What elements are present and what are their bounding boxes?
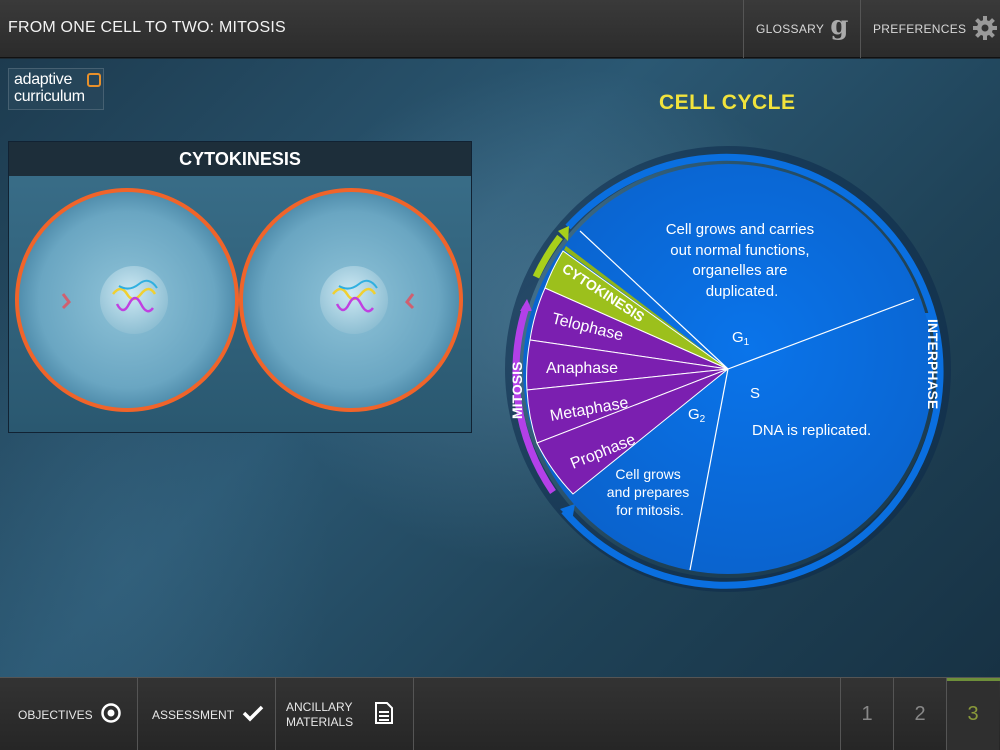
cell-cycle-title: CELL CYCLE: [659, 91, 796, 114]
document-icon: [374, 701, 394, 728]
g2-description: Cell grows and prepares for mitosis.: [607, 466, 693, 518]
g1-s-divider: [727, 298, 915, 370]
cell-cycle-diagram: CYTOKINESIS Telophase Anaphase Metaphase…: [505, 146, 951, 592]
adaptive-curriculum-logo: adaptive curriculum: [8, 68, 104, 110]
page-1-button[interactable]: 1: [840, 678, 893, 750]
glossary-icon: g: [830, 11, 849, 41]
cytokinesis-title: CYTOKINESIS: [179, 149, 301, 169]
glossary-label: GLOSSARY: [756, 22, 825, 36]
assessment-button[interactable]: ASSESSMENT: [138, 678, 276, 750]
s-description: DNA is replicated.: [752, 422, 871, 439]
cytokinesis-arrowhead-icon: [558, 226, 569, 241]
g2-label: G2: [688, 406, 706, 425]
preferences-button[interactable]: PREFERENCES: [860, 0, 1000, 58]
logo-text-line1: adaptive: [14, 71, 73, 88]
g2-g1-divider: [579, 230, 729, 370]
preferences-label: PREFERENCES: [873, 22, 967, 36]
cytokinesis-panel: CYTOKINESIS: [8, 141, 472, 433]
s-g2-divider: [689, 368, 729, 571]
page-2-button[interactable]: 2: [893, 678, 946, 750]
logo-text-line2: curriculum: [14, 88, 85, 105]
page-3-button[interactable]: 3: [946, 678, 1000, 750]
interphase-arc: [561, 153, 944, 589]
ancillary-materials-label: ANCILLARY MATERIALS: [286, 699, 354, 729]
glossary-button[interactable]: GLOSSARY g: [743, 0, 860, 58]
right-daughter-cell: [239, 188, 463, 412]
checkmark-icon: [242, 704, 264, 725]
mitosis-label: MITOSIS: [509, 362, 525, 419]
target-icon: [100, 703, 121, 726]
cytokinesis-title-bar: [9, 142, 471, 176]
logo-mark-icon: [87, 73, 101, 87]
content-stage: adaptive curriculum CYTOKINESIS: [0, 59, 1000, 677]
g1-label: G1: [732, 329, 750, 348]
bottom-bar: OBJECTIVES ASSESSMENT ANCILLARY MATERIAL…: [0, 677, 1000, 750]
objectives-button[interactable]: OBJECTIVES: [0, 678, 138, 750]
anaphase-label: Anaphase: [546, 360, 618, 377]
mitosis-arc: [512, 305, 556, 494]
dividing-cells-illustration: [15, 188, 463, 412]
gear-icon: [972, 15, 998, 44]
prophase-wedge: [536, 368, 729, 495]
objectives-label: OBJECTIVES: [18, 707, 93, 722]
interphase-label: INTERPHASE: [925, 319, 941, 409]
assessment-label: ASSESSMENT: [152, 707, 235, 722]
s-label: S: [750, 385, 760, 402]
cytokinesis-arc: [532, 234, 563, 279]
left-daughter-cell: [15, 188, 239, 412]
top-bar: FROM ONE CELL TO TWO: MITOSIS GLOSSARY g…: [0, 0, 1000, 58]
mitosis-arrowhead-icon: [520, 299, 532, 311]
ancillary-materials-button[interactable]: ANCILLARY MATERIALS: [276, 678, 414, 750]
g1-description: Cell grows and carries out normal functi…: [666, 221, 819, 300]
page-title: FROM ONE CELL TO TWO: MITOSIS: [8, 19, 286, 36]
interphase-arrowhead-bottom-icon: [560, 504, 575, 521]
